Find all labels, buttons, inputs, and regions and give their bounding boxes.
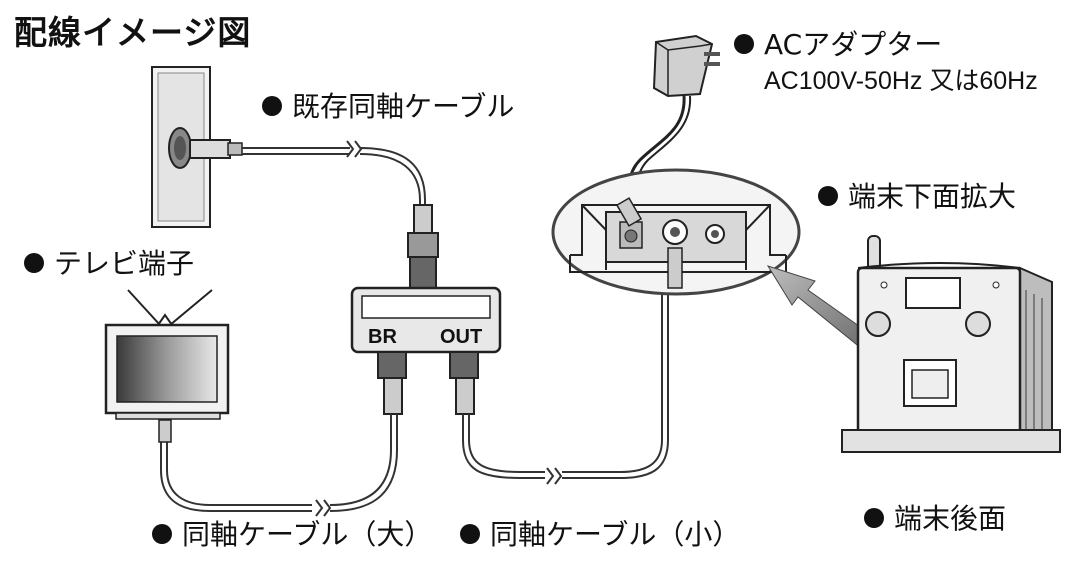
ac-spec-label: AC100V-50Hz 又は60Hz — [764, 67, 1038, 95]
splitter — [350, 204, 502, 415]
ac-adapter-label: ACアダプター — [734, 28, 942, 62]
existing-cable-text: 既存同軸ケーブル — [292, 90, 515, 123]
coax-cable-large — [160, 414, 398, 517]
cable-small-label: 同軸ケーブル（小） — [460, 518, 740, 552]
terminal-bottom-zoom — [551, 168, 801, 296]
terminal-bottom-text: 端末下面拡大 — [848, 180, 1017, 213]
terminal-bottom-label: 端末下面拡大 — [818, 180, 1016, 214]
bullet-icon — [818, 186, 838, 206]
bullet-icon — [24, 253, 44, 273]
terminal-back-text: 端末後面 — [894, 502, 1007, 535]
existing-coax-cable — [242, 140, 426, 210]
splitter-port-out: OUT — [440, 326, 482, 348]
diagram-title: 配線イメージ図 — [14, 13, 252, 52]
terminal-back-label: 端末後面 — [864, 502, 1006, 536]
bullet-icon — [734, 34, 754, 54]
tv — [104, 289, 230, 443]
cable-large-text: 同軸ケーブル（大） — [182, 518, 433, 551]
tv-terminal-text: テレビ端子 — [54, 247, 195, 280]
bullet-icon — [152, 524, 172, 544]
bullet-icon — [460, 524, 480, 544]
terminal-device — [841, 235, 1061, 453]
splitter-port-br: BR — [368, 326, 397, 348]
ac-adapter-text: ACアダプター — [764, 28, 943, 61]
bullet-icon — [864, 508, 884, 528]
tv-terminal-label: テレビ端子 — [24, 247, 194, 281]
existing-cable-label: 既存同軸ケーブル — [262, 90, 514, 124]
coax-cable-small — [462, 285, 669, 485]
cable-small-text: 同軸ケーブル（小） — [490, 518, 741, 551]
cable-large-label: 同軸ケーブル（大） — [152, 518, 432, 552]
bullet-icon — [262, 96, 282, 116]
wall-outlet — [151, 66, 243, 228]
